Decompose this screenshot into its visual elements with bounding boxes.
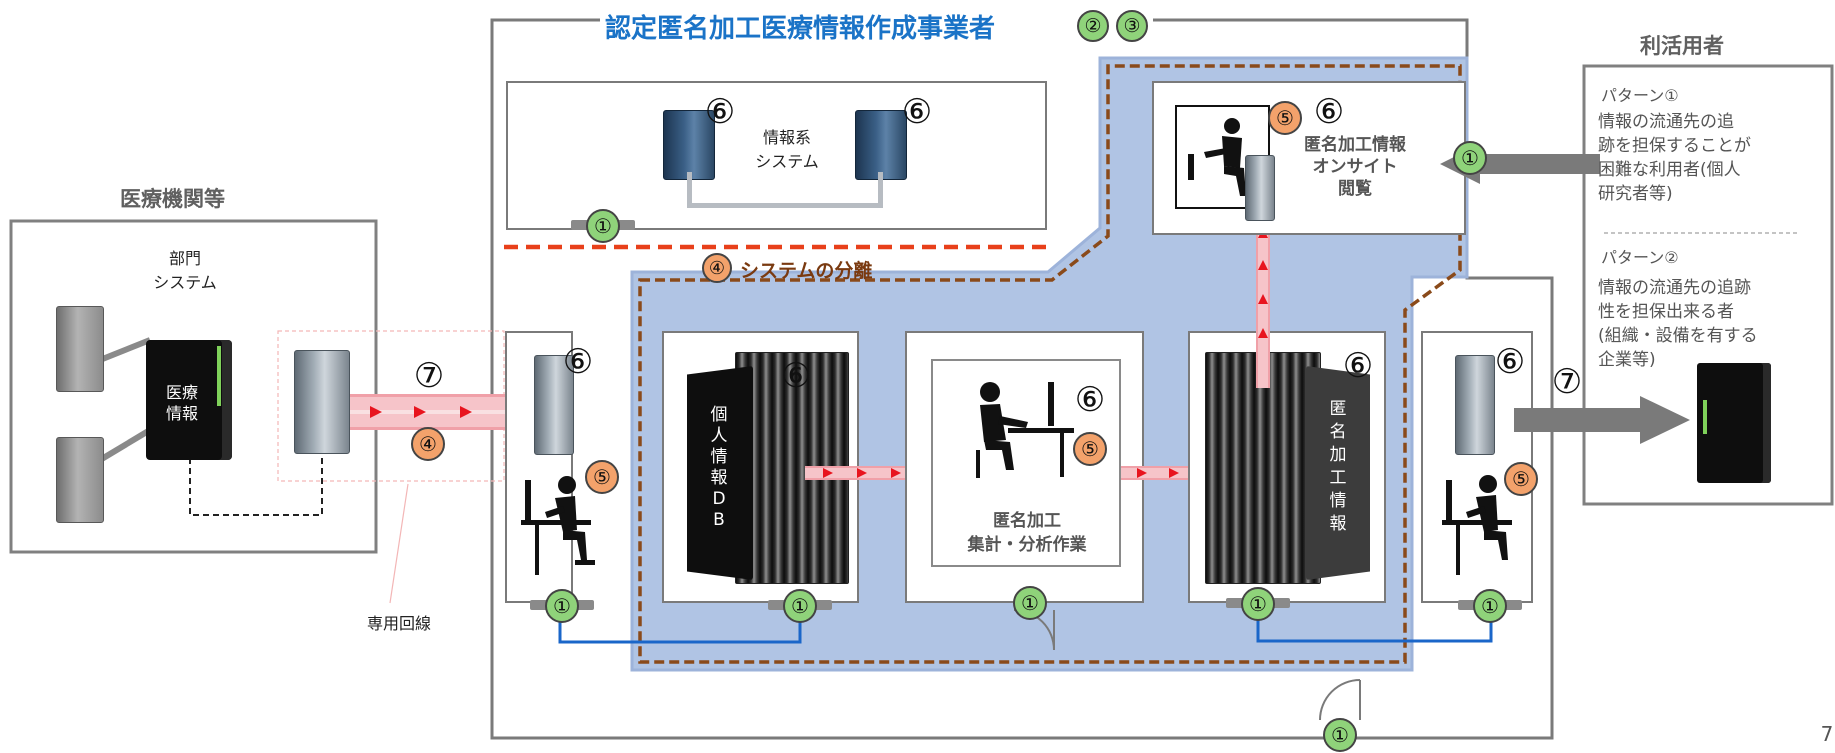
dept-server-bottom	[56, 437, 104, 523]
users-title: 利活用者	[1640, 34, 1724, 58]
badge-5-anon-work: ⑤	[1073, 432, 1107, 466]
badge-5-export: ⑤	[1504, 462, 1538, 496]
title-badge-3: ③	[1116, 10, 1148, 42]
badge-1-anon-work: ①	[1013, 586, 1047, 620]
operator-icon-right	[1442, 475, 1512, 575]
onsite-operator-icon	[1188, 118, 1246, 196]
pattern1-title: パターン①	[1601, 86, 1679, 105]
badge-6-info-left: ⑥	[704, 92, 736, 132]
arrow-to-pattern2	[1514, 396, 1690, 444]
badge-5-receiving: ⑤	[585, 460, 619, 494]
dept-server-top	[56, 306, 104, 392]
badge-1-main-door: ①	[1323, 718, 1357, 752]
info-system-label: 情報系 システム	[755, 128, 819, 171]
badge-6-personal-db: ⑥	[780, 356, 812, 396]
medical-dashed-link	[189, 452, 323, 516]
onsite-server	[1245, 155, 1275, 221]
anon-info-panel	[1306, 366, 1370, 580]
anon-info-label: 匿 名 加 工 情 報	[1329, 399, 1347, 534]
export-server	[1455, 355, 1495, 455]
info-server-right	[855, 110, 907, 180]
receiving-server	[534, 355, 574, 455]
page-number-fragment: 7	[1820, 722, 1834, 746]
separation-border	[638, 64, 1462, 664]
info-server-left	[663, 110, 715, 180]
personal-db-label: 個 人 情 報 D B	[710, 405, 728, 530]
badge-7-dedicated: ⑦	[413, 356, 445, 396]
anon-work-label: 匿名加工 集計・分析作業	[967, 511, 1087, 555]
medical-info-label: 医療 情報	[165, 383, 198, 423]
pattern2-title: パターン②	[1601, 248, 1679, 267]
dedicated-line-pointer	[389, 483, 409, 604]
badge-4-dedicated: ④	[411, 427, 445, 461]
badge-6-receiving: ⑥	[562, 342, 594, 382]
title-badge-2: ②	[1077, 10, 1109, 42]
badge-1-personal-db: ①	[783, 589, 817, 623]
pattern2-text: 情報の流通先の追跡 性を担保出来る者 (組織・設備を有する 企業等)	[1598, 278, 1758, 370]
badge-5-onsite: ⑤	[1268, 101, 1302, 135]
badge-6-onsite: ⑥	[1313, 92, 1345, 132]
medical-title: 医療機関等	[120, 187, 225, 211]
personal-db-panel	[687, 366, 753, 580]
badge-6-anon-info: ⑥	[1342, 346, 1374, 386]
separation-num-badge: ④	[702, 253, 732, 283]
pattern1-text: 情報の流通先の追 跡を担保することが 困難な利用者(個人 研究者等)	[1598, 112, 1751, 204]
badge-1-info: ①	[586, 209, 620, 243]
badge-1-receiving: ①	[545, 589, 579, 623]
badge-6-info-right: ⑥	[901, 92, 933, 132]
badge-6-anon-work: ⑥	[1074, 380, 1106, 420]
onsite-label: 匿名加工情報 オンサイト 閲覧	[1304, 135, 1406, 199]
badge-1-onsite: ①	[1453, 141, 1487, 175]
badge-1-export: ①	[1473, 589, 1507, 623]
user-server	[1697, 363, 1771, 483]
badge-7-export: ⑦	[1551, 362, 1583, 402]
badge-1-anon-info: ①	[1241, 587, 1275, 621]
door-main	[1319, 679, 1361, 721]
main-title: 認定匿名加工医療情報作成事業者	[605, 14, 996, 44]
operator-icon-center	[976, 382, 1074, 478]
dedicated-line-label: 専用回線	[366, 614, 431, 633]
separation-label: システムの分離	[740, 260, 873, 282]
badge-6-export: ⑥	[1494, 342, 1526, 382]
dept-system-label: 部門 システム	[153, 249, 217, 292]
operator-icon-left	[521, 476, 595, 575]
dedicated-gateway-server	[294, 350, 350, 454]
info-server-link	[687, 172, 883, 208]
